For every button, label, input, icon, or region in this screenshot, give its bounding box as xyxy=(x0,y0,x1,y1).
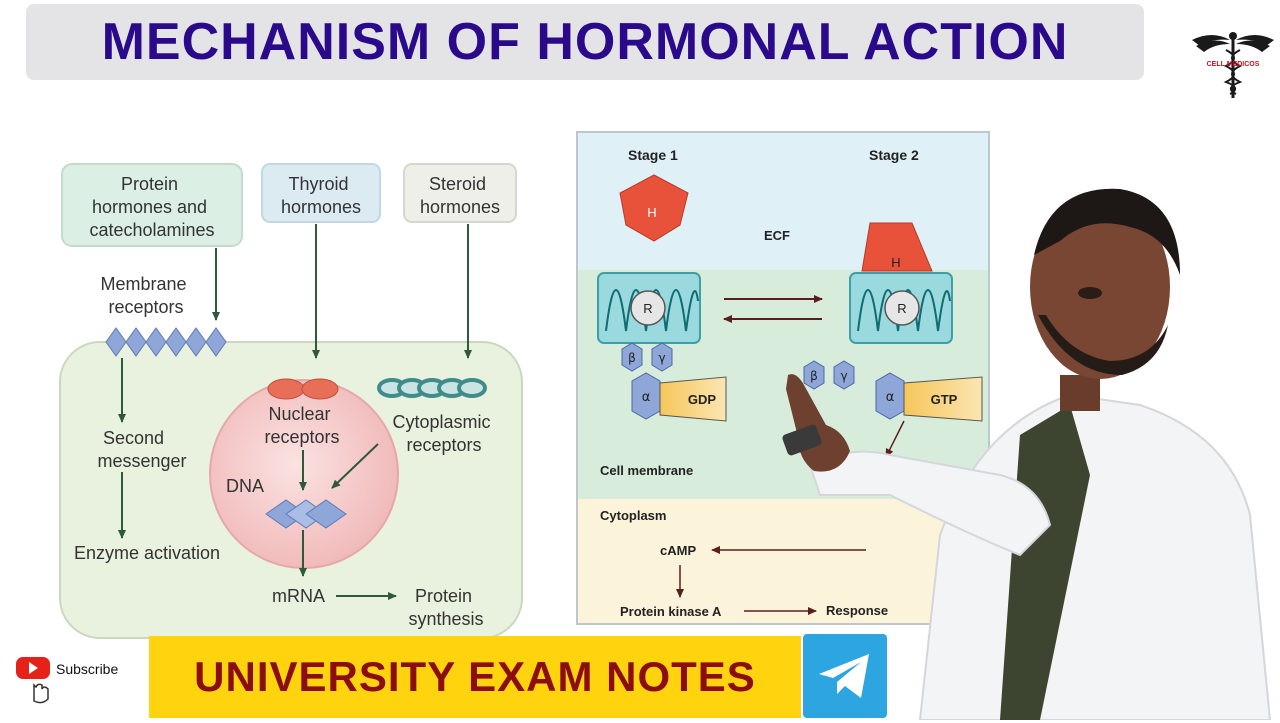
cytoplasm-label: Cytoplasm xyxy=(600,508,666,523)
exam-notes-banner: UNIVERSITY EXAM NOTES xyxy=(149,636,801,718)
svg-text:GTP: GTP xyxy=(931,392,958,407)
gdp-shape xyxy=(659,376,727,422)
subscribe-label: Subscribe xyxy=(56,661,119,677)
camp-label: cAMP xyxy=(660,543,696,558)
svg-text:β: β xyxy=(810,369,818,383)
svg-text:Protein hormones and c: Protein hormones and catecholamines xyxy=(89,174,214,240)
pointing-hand xyxy=(786,374,850,472)
protein-hormones-box xyxy=(61,163,243,247)
nuclear-receptor-shape xyxy=(267,378,339,400)
svg-text:α: α xyxy=(886,390,895,405)
svg-text:Protein synthesis: Protein synthesis xyxy=(408,586,483,629)
gamma-subunit-1 xyxy=(651,342,673,372)
svg-text:γ: γ xyxy=(658,351,665,365)
telegram-button[interactable] xyxy=(803,634,887,718)
thyroid-hormones-box xyxy=(261,163,381,223)
gtp-shape xyxy=(903,376,983,422)
svg-text:β: β xyxy=(628,351,636,365)
stage2-label: Stage 2 xyxy=(869,147,919,163)
hormone-stage1 xyxy=(619,174,689,242)
receptor-2-label: R xyxy=(897,301,906,316)
response-label: Response xyxy=(826,603,888,618)
presenter-arm xyxy=(808,450,1052,557)
stage1-label: Stage 1 xyxy=(628,147,678,163)
cytoplasmic-receptor-chain xyxy=(377,378,487,398)
svg-text:α: α xyxy=(642,390,651,405)
svg-text:Steroid hormones: Steroid hormones xyxy=(420,174,500,217)
exam-notes-text: UNIVERSITY EXAM NOTES xyxy=(194,653,756,700)
svg-text:Membrane receptors: Membrane receptors xyxy=(100,274,191,317)
logo-text: CELL MEDICOS xyxy=(1207,61,1260,68)
youtube-icon xyxy=(16,657,50,704)
telegram-icon xyxy=(819,654,869,698)
enzyme-activation-label: Enzyme activation xyxy=(74,543,220,563)
cell-membrane-label: Cell membrane xyxy=(600,463,693,478)
receptor-1-label: R xyxy=(643,301,652,316)
svg-text:Thyroid hormones: Thyroid hormones xyxy=(281,174,361,217)
dna-label: DNA xyxy=(226,476,264,496)
svg-text:H: H xyxy=(891,255,900,270)
membrane-receptor-chain xyxy=(105,327,227,357)
beta-subunit-1 xyxy=(621,342,643,372)
svg-text:Second messenger: Second messenger xyxy=(97,428,186,471)
cytoplasm-region xyxy=(577,499,989,623)
steroid-hormones-box xyxy=(403,163,517,223)
mrna-label: mRNA xyxy=(272,586,325,606)
caduceus-icon xyxy=(1192,32,1274,98)
gamma-subunit-2 xyxy=(833,360,855,390)
protein-kinase-label: Protein kinase A xyxy=(620,604,722,619)
hormone-stage2 xyxy=(861,222,933,272)
g-protein-diagram: Stage 1 Stage 2 ECF H H R R β γ α GDP β … xyxy=(576,131,990,625)
wristwatch xyxy=(782,424,822,456)
subscribe-button[interactable]: Subscribe xyxy=(14,655,134,707)
title-bar: MECHANISM OF HORMONAL ACTION xyxy=(26,4,1144,80)
svg-text:Nuclear receptors: Nuclear receptors xyxy=(264,404,339,447)
hormone-receptor-diagram: Protein hormones and catecholamines Thyr… xyxy=(59,163,523,639)
svg-text:γ: γ xyxy=(840,369,847,383)
svg-text:H: H xyxy=(647,205,656,220)
beta-subunit-2 xyxy=(803,360,825,390)
dna-receptor-complex xyxy=(265,499,347,529)
svg-text:Cytoplasmic receptors: Cytoplasmic receptors xyxy=(392,412,495,455)
presenter-head xyxy=(1030,195,1170,379)
ecf-label: ECF xyxy=(764,228,790,243)
caduceus-logo: CELL MEDICOS xyxy=(1192,32,1274,98)
svg-text:GDP: GDP xyxy=(688,392,717,407)
presenter xyxy=(782,188,1272,720)
page-title: MECHANISM OF HORMONAL ACTION xyxy=(101,13,1069,71)
lab-coat xyxy=(918,393,1272,720)
